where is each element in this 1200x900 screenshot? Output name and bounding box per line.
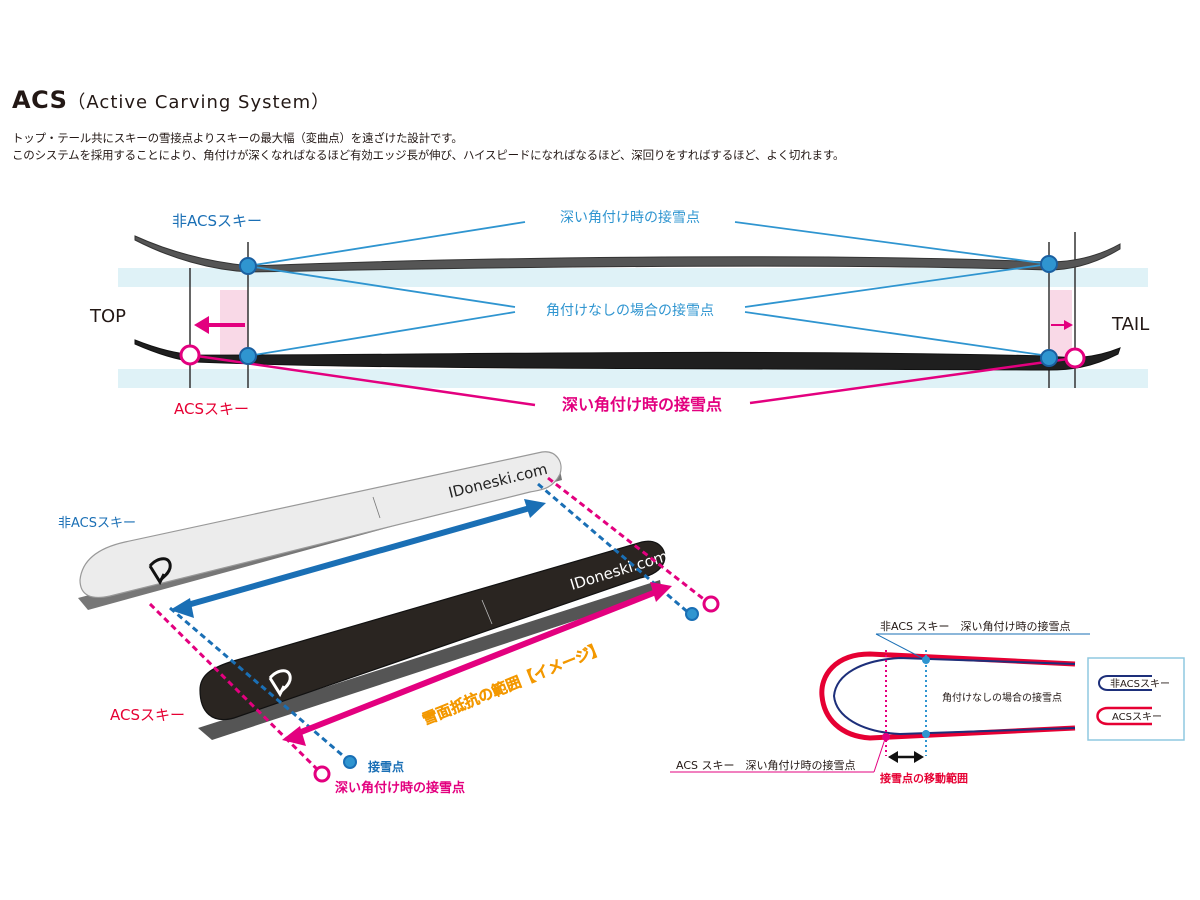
snow-band-upper <box>118 268 1148 287</box>
white-ski-logo <box>148 557 172 586</box>
acs-ski-profile <box>134 339 1121 371</box>
acs-edge-arrow <box>282 582 672 746</box>
label-tail: TAIL <box>1111 314 1149 335</box>
title-sub: （Active Carving System） <box>67 92 331 113</box>
label-top: TOP <box>89 306 126 327</box>
black-ski-contact-marker <box>343 755 357 769</box>
black-ski-edge <box>198 580 662 740</box>
blue-contact-markers <box>239 255 1058 367</box>
white-ski-deep-contact-marker <box>702 595 720 613</box>
top-diagram: 非ACSスキー 深い角付け時の接雪点 角付けなしの場合の接雪点 TOP TAIL… <box>89 209 1149 418</box>
non-acs-deep-marker <box>922 656 930 664</box>
non-acs-tip-outline <box>832 656 1076 736</box>
snow-band-lower <box>118 369 1148 388</box>
tail-shift-arrow <box>1051 320 1073 330</box>
detail-movement-range-label: 接雪点の移動範囲 <box>880 771 968 785</box>
label-flat-contact: 角付けなしの場合の接雪点 <box>546 302 714 319</box>
legend-acs-label: ACSスキー <box>1112 712 1162 723</box>
white-ski-non-acs <box>79 451 562 599</box>
ski-deep-contact-label: 深い角付け時の接雪点 <box>335 780 465 796</box>
label-deep-edge-acs: 深い角付け時の接雪点 <box>562 395 722 414</box>
legend-non-acs-label: 非ACSスキー <box>1110 678 1170 690</box>
non-acs-ski-profile <box>134 235 1121 273</box>
detail-non-acs-deep-label: 非ACS スキー 深い角付け時の接雪点 <box>880 620 1071 633</box>
legend-non-acs-swatch <box>1098 675 1152 691</box>
label-non-acs-ski: 非ACSスキー <box>172 212 262 230</box>
detail-acs-deep-label: ACS スキー 深い角付け時の接雪点 <box>676 759 856 772</box>
detail-legend: 非ACSスキー ACSスキー <box>1087 657 1185 741</box>
label-deep-edge-non-acs: 深い角付け時の接雪点 <box>560 209 700 226</box>
magenta-contact-markers <box>179 344 1086 369</box>
black-ski-logo <box>268 669 292 698</box>
white-ski-contact-marker <box>685 607 699 621</box>
ski-label-non-acs: 非ACSスキー <box>58 516 136 531</box>
detail-flat-contact-label: 角付けなしの場合の接雪点 <box>942 691 1062 704</box>
description-line-1: トップ・テール共にスキーの雪接点よりスキーの最大幅（変曲点）を遠ざけた設計です。 <box>12 131 463 145</box>
black-ski-deep-contact-marker <box>313 765 331 783</box>
ski-perspective-diagram: IDoneski.com IDoneski.com <box>58 451 720 796</box>
contact-detail-diagram: 非ACS スキー 深い角付け時の接雪点 角付けなしの場合の接雪点 ACS スキー… <box>670 620 1185 785</box>
ski-label-acs: ACSスキー <box>110 706 185 724</box>
page-title: ACS（Active Carving System） <box>12 86 330 114</box>
legend-box <box>1087 657 1185 741</box>
legend-acs-swatch <box>1096 706 1152 726</box>
non-acs-edge-arrow <box>170 499 546 618</box>
top-shift-arrow <box>194 316 245 334</box>
description-line-2: このシステムを採用することにより、角付けが深くなればなるほど有効エッジ長が伸び、… <box>12 148 845 162</box>
movement-range-arrow <box>888 751 924 763</box>
title-main: ACS <box>12 86 68 114</box>
ski-contact-point-label: 接雪点 <box>368 759 404 774</box>
non-acs-flat-marker <box>922 730 930 738</box>
label-acs-ski: ACSスキー <box>174 400 249 418</box>
non-acs-contact-lines <box>247 221 1050 357</box>
ski-dashed-guides <box>148 476 711 776</box>
black-ski-acs <box>199 540 666 721</box>
acs-deep-marker <box>882 733 890 741</box>
acs-tip-outline <box>819 651 1076 741</box>
